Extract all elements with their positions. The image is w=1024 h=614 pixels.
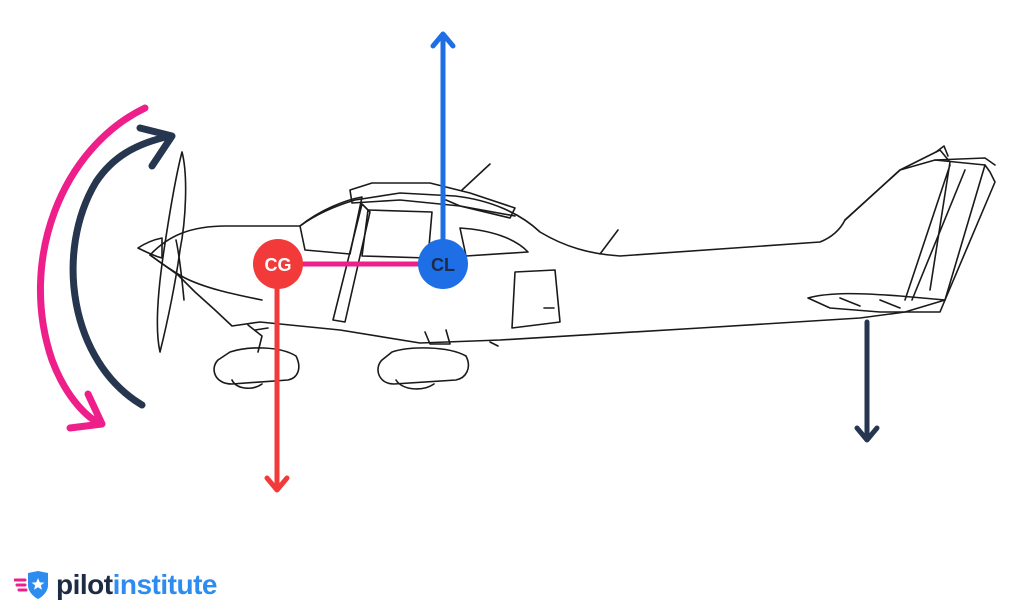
nose-wheel [231, 379, 263, 389]
antenna-top [461, 163, 491, 191]
propeller [156, 151, 187, 353]
brand-word-pilot: pilot [56, 569, 113, 600]
wing [349, 182, 516, 219]
steps [489, 341, 499, 347]
main-wheel [395, 379, 435, 390]
wing-tip [445, 199, 516, 217]
weight-arrowhead [264, 475, 290, 493]
airplane-outline [137, 145, 996, 390]
door [511, 269, 561, 329]
nose-wheel-fairing [213, 347, 300, 385]
windshield [299, 196, 363, 255]
cl-label: CL [431, 255, 455, 275]
brand-wordmark: pilotinstitute [56, 568, 217, 602]
tail-down-arrowhead [854, 425, 880, 443]
nose-up-rotation-arrow [69, 124, 176, 409]
winged-star-shield-icon [14, 571, 48, 599]
wing-strut [332, 203, 371, 323]
rudder [911, 164, 986, 301]
main-gear-leg [424, 329, 451, 345]
vertical-stabilizer [844, 149, 996, 301]
cowling [149, 239, 263, 301]
beacon [935, 145, 949, 157]
side-window-front [361, 209, 433, 259]
nose-down-rotation-arrow [36, 104, 149, 432]
pilot-institute-logo: pilotinstitute [14, 568, 217, 602]
horizontal-stabilizer [807, 292, 946, 313]
spinner [137, 237, 163, 259]
brand-word-institute: institute [112, 569, 218, 600]
cg-label: CG [265, 255, 292, 275]
cg-marker: CG [253, 239, 303, 289]
lift-arrowhead [430, 31, 456, 49]
stabilizer-detail [839, 297, 901, 309]
antenna-rear [599, 229, 619, 255]
side-window-rear [459, 227, 529, 257]
main-wheel-fairing [377, 347, 470, 385]
cl-marker: CL [418, 239, 468, 289]
nose-gear [247, 324, 269, 353]
